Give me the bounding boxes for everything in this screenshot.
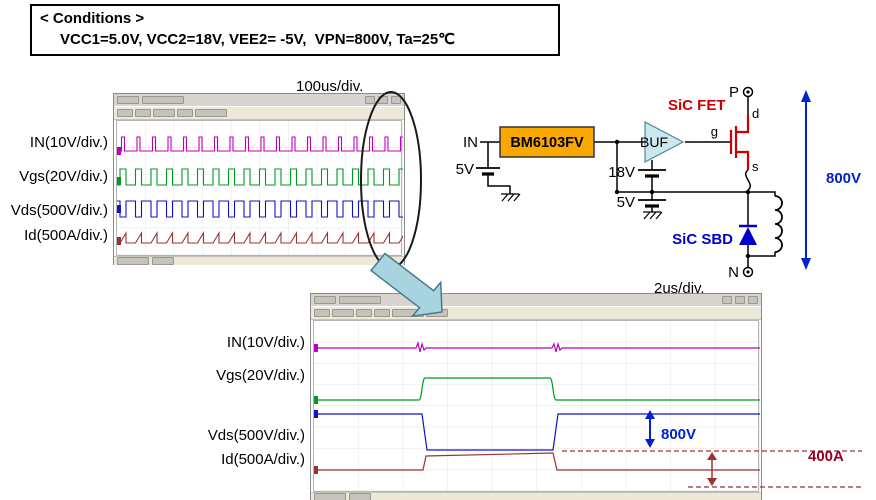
scope1-waveforms xyxy=(117,121,403,255)
toolbar-blob xyxy=(117,109,133,117)
circuit-diagram: BM6103FV BUF IN 5V 18 xyxy=(456,84,861,281)
scope1-channel-label-vds: Vds(500V/div.) xyxy=(10,202,108,219)
scope2-channel-label-vgs: Vgs(20V/div.) xyxy=(216,367,305,384)
scope1-timebase-label: 100us/div. xyxy=(296,78,364,95)
oscilloscope-window-2 xyxy=(310,293,762,500)
scope1-channel-label-id: Id(500A/div.) xyxy=(24,227,108,244)
window-button xyxy=(391,96,401,104)
terminal-n-label: N xyxy=(728,264,739,281)
toolbar-blob xyxy=(426,309,448,317)
toolbar-blob xyxy=(177,109,193,117)
scope1-channel-label-vgs: Vgs(20V/div.) xyxy=(19,168,108,185)
toolbar-blob xyxy=(135,109,151,117)
fet-label: SiC FET xyxy=(668,97,726,114)
window-button xyxy=(748,296,758,304)
channel-marker-vgs xyxy=(117,177,121,185)
vcc2-label: 18V xyxy=(608,164,635,181)
chip-label: BM6103FV xyxy=(510,135,584,151)
vee2-label: 5V xyxy=(617,194,635,211)
statusbar-blob xyxy=(152,257,174,265)
scope2-channel-label-vds: Vds(500V/div.) xyxy=(207,427,305,444)
sic-fet-symbol xyxy=(729,115,750,170)
sbd-label: SiC SBD xyxy=(672,231,733,248)
scope1-statusbar xyxy=(114,256,404,265)
toolbar-blob xyxy=(314,296,336,304)
conditions-box: < Conditions > VCC1=5.0V, VCC2=18V, VEE2… xyxy=(30,4,560,56)
statusbar-blob xyxy=(349,493,371,500)
channel-marker-id xyxy=(117,237,121,245)
scope2-waveforms xyxy=(314,321,760,491)
trace-vds xyxy=(314,413,760,451)
conditions-title: < Conditions > xyxy=(40,10,145,27)
id-swing-label: 400A xyxy=(808,448,844,465)
window-button xyxy=(378,96,388,104)
scope2-titlebar xyxy=(311,294,761,306)
channel-marker-vgs xyxy=(314,396,318,404)
scope2-toolbar xyxy=(311,306,761,320)
scope1-toolbar xyxy=(114,106,404,120)
terminal-n xyxy=(742,266,754,278)
trace-vgs xyxy=(314,377,760,401)
fet-pin-s: s xyxy=(752,159,759,174)
fet-pin-d: d xyxy=(752,106,759,121)
scope1-traces xyxy=(117,121,403,255)
toolbar-blob xyxy=(117,96,139,104)
toolbar-blob xyxy=(142,96,184,104)
scope2-grid xyxy=(314,321,760,491)
oscilloscope-window-1 xyxy=(113,93,405,265)
buffer-triangle xyxy=(644,121,685,163)
scope2-channel-label-id: Id(500A/div.) xyxy=(221,451,305,468)
toolbar-blob xyxy=(314,309,330,317)
scope1-titlebar xyxy=(114,94,404,106)
statusbar-blob xyxy=(117,257,149,265)
channel-marker-id xyxy=(314,466,318,474)
channel-marker-in xyxy=(117,147,121,155)
bus-voltage-label: 800V xyxy=(826,170,861,187)
window-button xyxy=(735,296,745,304)
toolbar-blob xyxy=(374,309,390,317)
sbd-triangle xyxy=(739,227,757,245)
scope2-channel-label-in: IN(10V/div.) xyxy=(226,334,305,351)
scope1-channel-label-in: IN(10V/div.) xyxy=(29,134,108,151)
window-button xyxy=(365,96,375,104)
source-squiggle xyxy=(745,169,751,191)
scope2-statusbar xyxy=(311,492,761,500)
gate-driver-chip xyxy=(499,126,595,158)
conditions-body: VCC1=5.0V, VCC2=18V, VEE2= -5V, VPN=800V… xyxy=(60,31,456,48)
toolbar-blob xyxy=(356,309,372,317)
ground-icon xyxy=(643,211,663,220)
scope2-timebase-label: 2us/div. xyxy=(654,280,705,297)
toolbar-blob xyxy=(195,109,227,117)
fet-pin-g: g xyxy=(711,124,718,139)
vcc1-label: 5V xyxy=(456,161,474,178)
battery-vcc2 xyxy=(638,169,666,178)
bus-voltage-arrow xyxy=(801,90,811,270)
toolbar-blob xyxy=(153,109,175,117)
terminal-p-label: P xyxy=(729,84,739,101)
terminal-p xyxy=(742,86,754,98)
ground-icon xyxy=(501,193,521,202)
junction-dots xyxy=(614,139,751,259)
input-label: IN xyxy=(463,134,478,151)
channel-marker-vds xyxy=(314,410,318,418)
buffer-label: BUF xyxy=(640,134,668,150)
toolbar-blob xyxy=(392,309,424,317)
statusbar-blob xyxy=(314,493,346,500)
window-button xyxy=(722,296,732,304)
battery-vcc1 xyxy=(476,167,500,176)
toolbar-blob xyxy=(339,296,381,304)
channel-marker-in xyxy=(314,344,318,352)
channel-marker-vds xyxy=(117,205,121,213)
trace-id xyxy=(314,452,760,471)
inductor-coil xyxy=(774,195,783,253)
scope1-plot xyxy=(116,120,403,256)
scope2-plot xyxy=(313,320,760,492)
toolbar-blob xyxy=(332,309,354,317)
trace-in xyxy=(314,340,760,353)
battery-vee2 xyxy=(638,199,666,208)
